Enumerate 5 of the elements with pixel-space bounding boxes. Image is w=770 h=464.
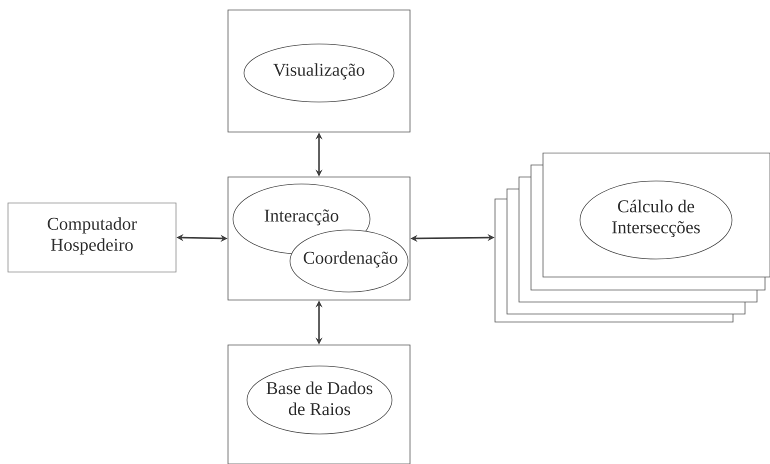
ellipse-node: Cálculo de Intersecções <box>580 180 732 260</box>
process-box: Computador Hospedeiro <box>8 202 176 272</box>
ellipse-node: Visualização <box>244 44 394 102</box>
ellipse-node: Coordenação <box>290 230 408 292</box>
ellipse-node: Base de Dados de Raios <box>246 366 392 434</box>
